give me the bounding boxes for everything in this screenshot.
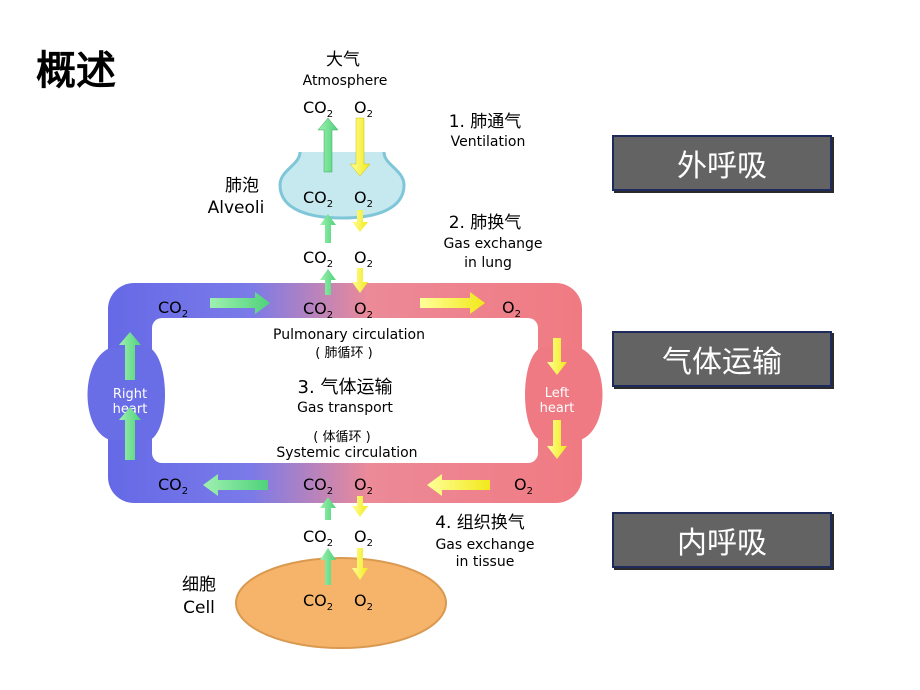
horizontal-arrows (203, 292, 490, 496)
step3-cn: 3. 气体运输 (298, 377, 393, 398)
step2-en1: Gas exchange (443, 236, 542, 252)
step4-en2: in tissue (456, 554, 515, 570)
step1-en: Ventilation (451, 134, 526, 150)
gas-label-pulmonary: CO2 O2 CO2 O2 (158, 298, 521, 321)
svg-text:O2: O2 (514, 475, 533, 497)
svg-text:O2: O2 (354, 527, 373, 549)
svg-text:CO2: CO2 (303, 475, 333, 497)
yellow-down-arrows (349, 117, 567, 580)
gas-transport-box: 气体运输 (612, 331, 832, 387)
svg-text:O2: O2 (354, 299, 373, 321)
alveoli-shape (278, 151, 406, 220)
external-respiration-box: 外呼吸 (612, 135, 832, 191)
left-heart-shape (525, 348, 603, 440)
atmosphere-label-cn: 大气 (326, 50, 360, 70)
page-title: 概述 (36, 48, 116, 94)
svg-text:O2: O2 (502, 298, 521, 320)
svg-text:CO2: CO2 (158, 475, 188, 497)
step2-en2: in lung (464, 255, 512, 271)
svg-text:O2: O2 (354, 591, 373, 613)
svg-text:CO2: CO2 (303, 299, 333, 321)
systemic-en: Systemic circulation (276, 445, 417, 461)
step4-en1: Gas exchange (435, 537, 534, 553)
right-heart-shape (87, 348, 165, 440)
step2-cn: 2. 肺换气 (449, 213, 522, 233)
step1-cn: 1. 肺通气 (449, 112, 522, 132)
svg-text:CO2: CO2 (303, 527, 333, 549)
atmosphere-label-en: Atmosphere (303, 73, 388, 89)
gas-label-systemic: CO2 O2 CO2 O2 (158, 475, 533, 497)
alveoli-label-cn: 肺泡 (225, 176, 259, 196)
systemic-cn: ( 体循环 ) (313, 430, 370, 445)
svg-text:O2: O2 (354, 475, 373, 497)
cell-label-cn: 细胞 (182, 575, 216, 595)
svg-text:CO2: CO2 (303, 98, 333, 120)
svg-text:CO2: CO2 (303, 248, 333, 270)
internal-respiration-box: 内呼吸 (612, 512, 832, 568)
svg-text:O2: O2 (354, 248, 373, 270)
cell-shape (235, 557, 447, 649)
cell-label-en: Cell (183, 598, 215, 618)
svg-text:CO2: CO2 (158, 298, 188, 320)
alveoli-label-en: Alveoli (208, 198, 265, 218)
left-heart-label-1: Left (545, 386, 569, 401)
svg-text:O2: O2 (354, 188, 373, 210)
step4-cn: 4. 组织换气 (435, 513, 525, 533)
right-heart-label-1: Right (113, 387, 147, 402)
pulmonary-cn: ( 肺循环 ) (315, 346, 372, 361)
gas-label-lung: CO2 O2 (303, 248, 373, 270)
step3-en: Gas transport (297, 400, 393, 416)
svg-text:CO2: CO2 (303, 188, 333, 210)
left-heart-label-2: heart (540, 401, 575, 416)
loop-inner (152, 318, 538, 463)
gas-label-atmosphere: CO2 O2 (303, 98, 373, 120)
gas-label-alveoli: CO2 O2 (303, 188, 373, 210)
gas-label-tissue: CO2 O2 (303, 527, 373, 549)
gas-label-cell: CO2 O2 (303, 591, 373, 613)
svg-text:CO2: CO2 (303, 591, 333, 613)
svg-text:O2: O2 (354, 98, 373, 120)
green-up-arrows (119, 117, 339, 585)
pulmonary-en: Pulmonary circulation (273, 327, 425, 343)
